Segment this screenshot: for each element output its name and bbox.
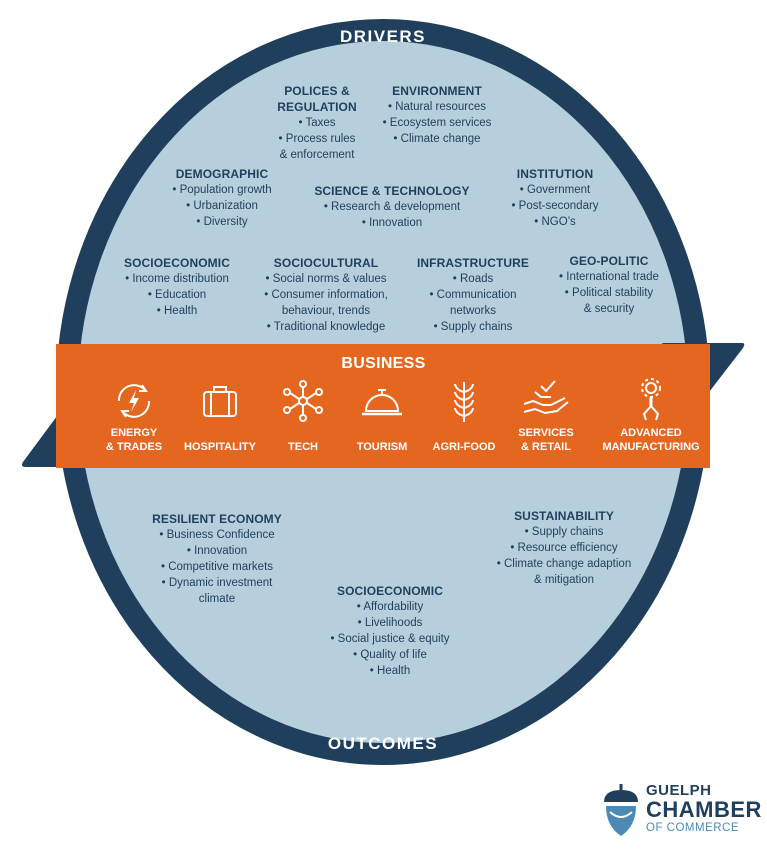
driver-policies: POLICES & REGULATION • Taxes • Process r… [247, 83, 387, 163]
driver-institution: INSTITUTION • Government • Post-secondar… [492, 166, 618, 230]
sector-advanced-manufacturing: ADVANCED MANUFACTURING [595, 378, 707, 454]
sector-agri-food: AGRI-FOOD [414, 378, 514, 454]
acorn-icon [604, 784, 638, 836]
driver-item: • Government [519, 184, 591, 196]
sector-hospitality: HOSPITALITY [170, 378, 270, 454]
driver-item: • Health [156, 305, 198, 317]
driver-demographic: DEMOGRAPHIC • Population growth • Urbani… [147, 166, 297, 230]
sector-label: TOURISM [356, 441, 408, 453]
driver-item: • Roads [452, 273, 494, 285]
driver-heading: INSTITUTION [516, 167, 594, 181]
driver-item: • Supply chains [433, 321, 513, 333]
driver-item: & security [583, 303, 635, 315]
driver-item: • Research & development [323, 201, 461, 213]
driver-item: • International trade [559, 271, 659, 283]
outcome-item: • Competitive markets [160, 561, 274, 573]
logo-line-3: OF COMMERCE [646, 822, 740, 834]
driver-environment: ENVIRONMENT • Natural resources • Ecosys… [367, 83, 507, 147]
outcome-socioeconomic: SOCIOECONOMIC • Affordability • Liveliho… [310, 583, 470, 679]
sector-label: AGRI-FOOD [432, 441, 496, 453]
driver-item: • Education [147, 289, 207, 301]
business-title: BUSINESS [341, 355, 426, 372]
outcome-item: • Affordability [356, 601, 424, 613]
suitcase-icon [203, 386, 237, 417]
sector-label: ADVANCED MANUFACTURING [602, 427, 700, 453]
driver-sociocultural: SOCIOCULTURAL • Social norms & values • … [253, 255, 399, 335]
wheat-icon [454, 382, 474, 422]
outcome-item: • Supply chains [524, 526, 604, 538]
driver-item: behaviour, trends [281, 305, 371, 317]
driver-item: • NGO’s [534, 216, 576, 228]
gear-robot-arm-icon [641, 378, 661, 421]
driver-item: • Urbanization [186, 200, 258, 212]
driver-item: • Taxes [298, 117, 336, 129]
sector-tech: TECH [253, 378, 353, 454]
driver-item: • Consumer information, [264, 289, 388, 301]
driver-item: • Income distribution [125, 273, 229, 285]
hand-check-icon [523, 380, 569, 415]
driver-infrastructure: INFRASTRUCTURE • Roads • Communication n… [407, 255, 539, 335]
driver-heading: SCIENCE & TECHNOLOGY [314, 184, 470, 198]
sector-energy-trades: ENERGY & TRADES [84, 378, 184, 454]
driver-item: • Political stability [564, 287, 654, 299]
driver-item: • Diversity [196, 216, 248, 228]
driver-heading: SOCIOECONOMIC [124, 256, 230, 270]
outcome-resilient-economy: RESILIENT ECONOMY • Business Confidence … [137, 511, 297, 607]
driver-item: • Post-secondary [511, 200, 599, 212]
sector-tourism: TOURISM [332, 378, 432, 454]
outcome-item: • Resource efficiency [510, 542, 618, 554]
logo-line-1: GUELPH [646, 782, 712, 799]
driver-item: • Population growth [172, 184, 272, 196]
outcome-item: • Innovation [186, 545, 248, 557]
sector-label: HOSPITALITY [184, 441, 256, 453]
network-icon [283, 380, 323, 422]
outcome-item: • Climate change adaption [496, 558, 632, 570]
driver-geo-politic: GEO-POLITIC • International trade • Poli… [539, 253, 679, 317]
outcomes-label: OUTCOMES [327, 734, 439, 753]
outcome-item: climate [198, 593, 236, 605]
driver-science-technology: SCIENCE & TECHNOLOGY • Research & develo… [297, 183, 487, 231]
sector-label: SERVICES & RETAIL [518, 427, 574, 453]
driver-item: & enforcement [279, 149, 355, 161]
outcome-item: • Business Confidence [159, 529, 275, 541]
outcome-item: • Quality of life [353, 649, 427, 661]
outcome-item: • Dynamic investment [161, 577, 273, 589]
outcome-item: • Social justice & equity [330, 633, 450, 645]
business-band [56, 344, 710, 468]
outcome-item: • Health [369, 665, 411, 677]
drivers-label: DRIVERS [339, 27, 427, 46]
driver-socioeconomic: SOCIOECONOMIC • Income distribution • Ed… [107, 255, 247, 319]
driver-item: networks [449, 305, 497, 317]
sector-label: TECH [288, 441, 318, 453]
driver-item: • Innovation [361, 217, 423, 229]
outcome-sustainability: SUSTAINABILITY • Supply chains • Resourc… [479, 508, 649, 588]
driver-item: • Ecosystem services [382, 117, 492, 129]
driver-heading: ENVIRONMENT [392, 84, 482, 98]
driver-item: • Communication [429, 289, 517, 301]
driver-heading: REGULATION [277, 100, 357, 114]
energy-icon [117, 384, 151, 418]
guelph-chamber-logo: GUELPH CHAMBER OF COMMERCE [600, 780, 762, 842]
outcome-heading: RESILIENT ECONOMY [152, 512, 282, 526]
outcome-heading: SOCIOECONOMIC [337, 584, 443, 598]
sector-label: ENERGY & TRADES [105, 427, 163, 453]
logo-line-2: CHAMBER [646, 797, 762, 822]
driver-heading: INFRASTRUCTURE [416, 256, 530, 270]
driver-heading: GEO-POLITIC [569, 254, 649, 268]
driver-item: • Social norms & values [265, 273, 387, 285]
outcome-heading: SUSTAINABILITY [514, 509, 614, 523]
service-bell-icon [362, 389, 402, 416]
outcome-item: & mitigation [533, 574, 595, 586]
outcome-item: • Livelihoods [357, 617, 423, 629]
driver-item: • Climate change [393, 133, 481, 145]
driver-heading: DEMOGRAPHIC [175, 167, 269, 181]
driver-item: • Natural resources [388, 101, 486, 113]
driver-heading: SOCIOCULTURAL [273, 256, 379, 270]
driver-item: • Traditional knowledge [266, 321, 386, 333]
sector-services-retail: SERVICES & RETAIL [496, 378, 596, 454]
driver-item: • Process rules [278, 133, 356, 145]
driver-heading: POLICES & [284, 84, 350, 98]
